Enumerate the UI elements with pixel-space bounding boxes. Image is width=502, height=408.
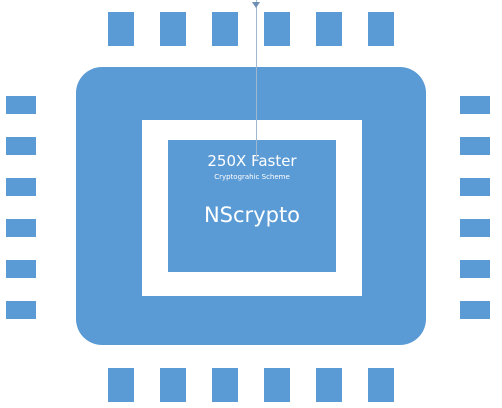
right-pin-1	[460, 96, 490, 114]
left-pin-3	[6, 178, 36, 196]
subtitle-text: Cryptograhic Scheme	[214, 173, 290, 181]
headline-text: 250X Faster	[207, 152, 297, 170]
arrow-down-icon	[252, 2, 260, 8]
top-pin-3	[212, 12, 238, 46]
right-pin-3	[460, 178, 490, 196]
bottom-pin-5	[316, 368, 342, 402]
bottom-pin-6	[368, 368, 394, 402]
bottom-pin-1	[108, 368, 134, 402]
bottom-pin-3	[212, 368, 238, 402]
top-pin-1	[108, 12, 134, 46]
guide-line	[256, 0, 257, 160]
right-pin-2	[460, 137, 490, 155]
right-pin-4	[460, 219, 490, 237]
left-pin-1	[6, 96, 36, 114]
left-pin-4	[6, 219, 36, 237]
bottom-pin-2	[160, 368, 186, 402]
top-pin-2	[160, 12, 186, 46]
left-pin-2	[6, 137, 36, 155]
die-core: 250X Faster Cryptograhic Scheme NScrypto	[168, 140, 336, 272]
right-pin-6	[460, 301, 490, 319]
top-pin-4	[264, 12, 290, 46]
left-pin-6	[6, 301, 36, 319]
right-pin-5	[460, 260, 490, 278]
product-name: NScrypto	[203, 203, 301, 227]
top-pin-5	[316, 12, 342, 46]
top-pin-6	[368, 12, 394, 46]
left-pin-5	[6, 260, 36, 278]
bottom-pin-4	[264, 368, 290, 402]
